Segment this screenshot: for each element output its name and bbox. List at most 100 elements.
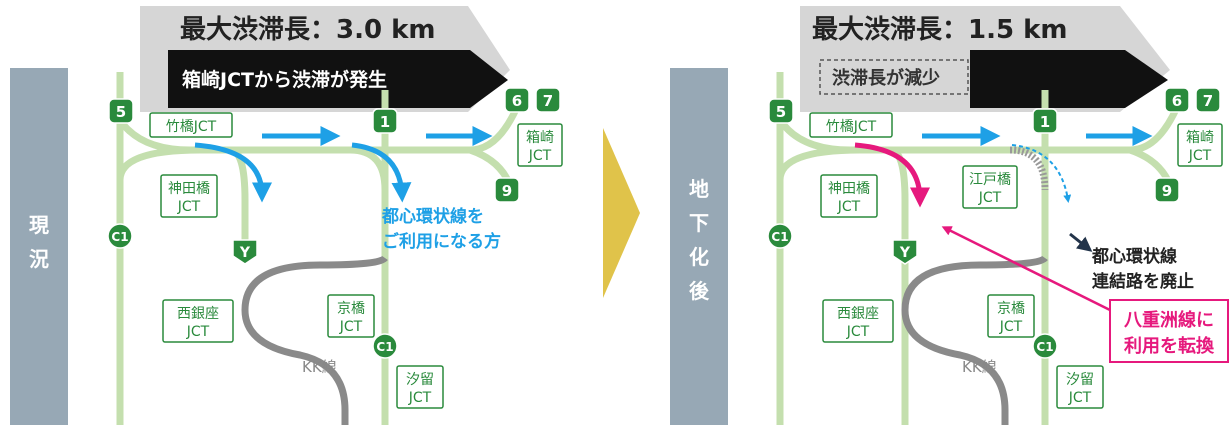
right-jct-nishiginza: 西銀座 JCT xyxy=(822,299,894,343)
left-side-bar xyxy=(10,68,68,425)
svg-text:神田橋: 神田橋 xyxy=(168,181,210,197)
right-banner-sub: 渋滞長が減少 xyxy=(832,67,940,89)
svg-text:汐留: 汐留 xyxy=(1066,372,1094,388)
left-banner-title: 最大渋滞長：3.0 km xyxy=(180,15,436,45)
left-badge-c1-south: C1 xyxy=(372,333,398,359)
svg-text:6: 6 xyxy=(512,92,522,110)
left-badge-6: 6 xyxy=(504,87,530,113)
svg-text:JCT: JCT xyxy=(177,199,201,215)
right-magenta-pointer xyxy=(941,226,1121,317)
right-magenta-curve xyxy=(854,142,930,208)
svg-text:JCT: JCT xyxy=(528,148,552,164)
right-jct-shiodome: 汐留 JCT xyxy=(1056,365,1104,409)
right-dotted-arrow xyxy=(1011,144,1072,203)
svg-text:JCT: JCT xyxy=(408,390,432,406)
right-badge-5: 5 xyxy=(768,98,794,124)
svg-text:箱崎: 箱崎 xyxy=(1186,130,1214,146)
svg-text:5: 5 xyxy=(776,103,786,121)
svg-text:竹橋JCT: 竹橋JCT xyxy=(166,119,217,135)
right-badge-y: Y xyxy=(892,239,918,265)
svg-text:JCT: JCT xyxy=(837,199,861,215)
right-switch-line2: 利用を転換 xyxy=(1124,335,1215,357)
right-side-label-4: 後 xyxy=(689,279,710,303)
right-abolish-line2: 連結路を廃止 xyxy=(1092,271,1194,292)
svg-text:京橋: 京橋 xyxy=(337,301,365,317)
right-badge-9: 9 xyxy=(1154,177,1180,203)
right-badge-c1-south: C1 xyxy=(1032,333,1058,359)
right-removed-link xyxy=(1009,146,1049,191)
left-jct-nishiginza: 西銀座 JCT xyxy=(162,299,234,343)
left-badge-1: 1 xyxy=(372,108,398,134)
svg-text:西銀座: 西銀座 xyxy=(177,306,219,322)
right-side-label-2: 下 xyxy=(689,211,709,235)
right-badge-7: 7 xyxy=(1195,87,1221,113)
left-badge-y: Y xyxy=(232,239,258,265)
left-side-label-2: 況 xyxy=(29,247,49,271)
svg-text:JCT: JCT xyxy=(978,190,1002,206)
svg-text:7: 7 xyxy=(1203,92,1213,110)
svg-text:JCT: JCT xyxy=(339,319,363,335)
left-badge-7: 7 xyxy=(535,87,561,113)
svg-text:7: 7 xyxy=(543,92,553,110)
svg-text:C1: C1 xyxy=(376,340,393,354)
right-panel: 地 下 化 後 最大渋滞長：1.5 km 渋滞長が減少 KK線 xyxy=(670,6,1229,425)
left-blue-arrows xyxy=(194,126,493,203)
left-callout-line2: ご利用になる方 xyxy=(382,231,501,252)
svg-text:C1: C1 xyxy=(1036,340,1053,354)
left-jct-kandabashi: 神田橋 JCT xyxy=(160,174,218,218)
right-banner-sub-box xyxy=(819,59,969,95)
svg-text:9: 9 xyxy=(1162,182,1172,200)
right-jct-edobashi: 江戸橋 JCT xyxy=(962,165,1018,209)
left-badge-9: 9 xyxy=(494,177,520,203)
left-kk-label: KK線 xyxy=(302,358,337,376)
right-banner-arrow xyxy=(970,50,1168,108)
right-dark-pointer xyxy=(1069,232,1093,252)
svg-text:竹橋JCT: 竹橋JCT xyxy=(826,119,877,135)
left-banner-arrow xyxy=(168,50,508,108)
right-banner-title: 最大渋滞長：1.5 km xyxy=(812,15,1068,45)
svg-text:西銀座: 西銀座 xyxy=(837,306,879,322)
right-switch-box xyxy=(1109,299,1229,363)
left-panel: 現 況 最大渋滞長：3.0 km 箱崎JCTから渋滞が発生 KK線 都心環状 xyxy=(10,6,563,425)
right-side-bar xyxy=(670,68,728,425)
svg-text:JCT: JCT xyxy=(186,324,210,340)
left-side-label-1: 現 xyxy=(29,213,49,237)
transition-arrow xyxy=(603,128,640,298)
left-jct-takebashi: 竹橋JCT xyxy=(149,112,233,138)
svg-text:Y: Y xyxy=(899,245,911,261)
right-jct-kandabashi: 神田橋 JCT xyxy=(820,174,878,218)
svg-text:京橋: 京橋 xyxy=(997,301,1025,317)
left-badge-5: 5 xyxy=(108,98,134,124)
right-badge-6: 6 xyxy=(1164,87,1190,113)
svg-text:9: 9 xyxy=(502,182,512,200)
svg-text:JCT: JCT xyxy=(846,324,870,340)
svg-text:JCT: JCT xyxy=(1188,148,1212,164)
left-jct-shiodome: 汐留 JCT xyxy=(396,365,444,409)
svg-text:1: 1 xyxy=(380,113,390,131)
left-kk-line xyxy=(241,255,388,425)
left-jct-hakozaki: 箱崎 JCT xyxy=(517,123,563,167)
right-jct-hakozaki: 箱崎 JCT xyxy=(1177,123,1223,167)
svg-text:JCT: JCT xyxy=(1068,390,1092,406)
left-callout-line1: 都心環状線を xyxy=(381,206,484,227)
right-kk-line xyxy=(901,255,1048,425)
svg-text:1: 1 xyxy=(1040,113,1050,131)
svg-text:C1: C1 xyxy=(771,230,788,244)
svg-text:汐留: 汐留 xyxy=(406,372,434,388)
right-side-label-1: 地 xyxy=(689,177,709,201)
right-jct-kyobashi: 京橋 JCT xyxy=(987,294,1035,338)
right-badge-1: 1 xyxy=(1032,108,1058,134)
right-switch-line1: 八重洲線に xyxy=(1124,309,1214,331)
svg-text:C1: C1 xyxy=(111,230,128,244)
left-banner-sub: 箱崎JCTから渋滞が発生 xyxy=(182,68,387,91)
right-badge-c1-west: C1 xyxy=(767,223,793,249)
left-jct-kyobashi: 京橋 JCT xyxy=(327,294,375,338)
svg-text:5: 5 xyxy=(116,103,126,121)
svg-text:Y: Y xyxy=(239,245,251,261)
right-jct-takebashi: 竹橋JCT xyxy=(809,112,893,138)
right-kk-label: KK線 xyxy=(962,358,997,376)
svg-text:JCT: JCT xyxy=(999,319,1023,335)
right-side-label-3: 化 xyxy=(689,245,709,269)
right-abolish-line1: 都心環状線 xyxy=(1091,246,1177,267)
